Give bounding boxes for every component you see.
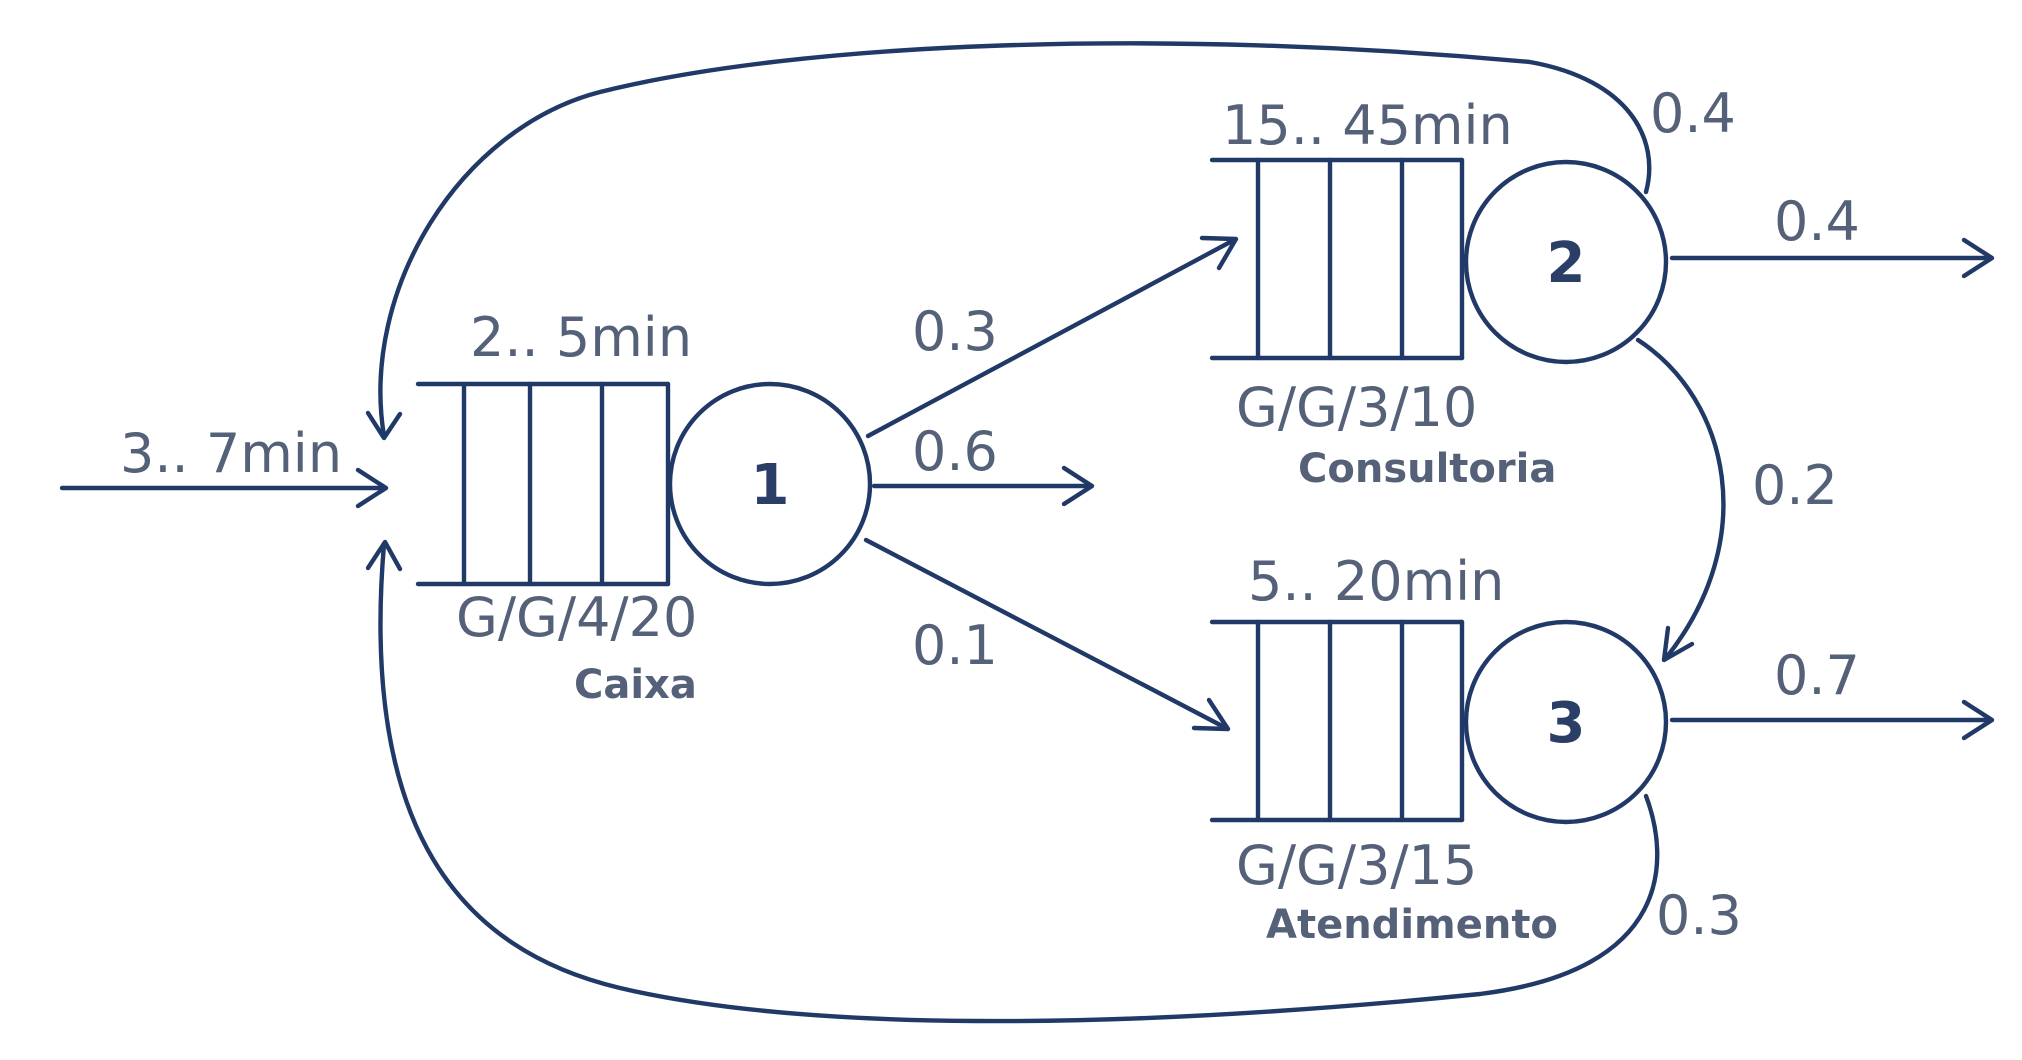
route-arrow-3-to-1 (365, 539, 1660, 1024)
queue-buffer-atendimento (1209, 619, 1465, 823)
arrival-arrow (59, 467, 389, 509)
server-node-1 (667, 381, 873, 587)
route-prob-2-exit: 0.4 (1774, 190, 1860, 253)
service-time-caixa: 2.. 5min (470, 306, 692, 369)
route-arrow-2-to-3 (1635, 337, 1726, 663)
queue-buffer-caixa (415, 381, 671, 587)
server-number-2: 2 (1547, 231, 1586, 296)
kendall-notation-caixa: G/G/4/20 (456, 586, 697, 649)
route-prob-1-to-2: 0.3 (912, 300, 998, 363)
service-time-consultoria: 15.. 45min (1222, 94, 1513, 157)
station-name-atendimento: Atendimento (1266, 902, 1558, 948)
route-arrow-1-to-3 (863, 537, 1231, 732)
route-arrow-1-to-2 (865, 235, 1239, 439)
server-node-2 (1463, 159, 1669, 365)
route-arrow-2-exit (1669, 237, 1995, 279)
server-number-1: 1 (751, 453, 790, 518)
kendall-notation-atendimento: G/G/3/15 (1236, 834, 1477, 897)
service-time-atendimento: 5.. 20min (1248, 550, 1504, 613)
server-number-3: 3 (1547, 691, 1586, 756)
route-arrow-1-exit (871, 465, 1095, 507)
route-prob-3-to-1: 0.3 (1656, 884, 1742, 947)
arrival-interval-label: 3.. 7min (120, 422, 342, 485)
route-arrow-2-to-1 (365, 41, 1652, 441)
route-arrow-3-exit (1669, 699, 1995, 741)
route-prob-2-to-1: 0.4 (1650, 82, 1736, 145)
route-prob-1-exit: 0.6 (912, 420, 998, 483)
route-prob-1-to-3: 0.1 (912, 614, 998, 677)
server-node-3 (1463, 619, 1669, 825)
route-prob-2-to-3: 0.2 (1752, 454, 1838, 517)
route-prob-3-exit: 0.7 (1774, 644, 1860, 707)
station-name-consultoria: Consultoria (1298, 446, 1556, 492)
station-name-caixa: Caixa (574, 662, 697, 708)
kendall-notation-consultoria: G/G/3/10 (1236, 376, 1477, 439)
queue-buffer-consultoria (1209, 157, 1465, 361)
